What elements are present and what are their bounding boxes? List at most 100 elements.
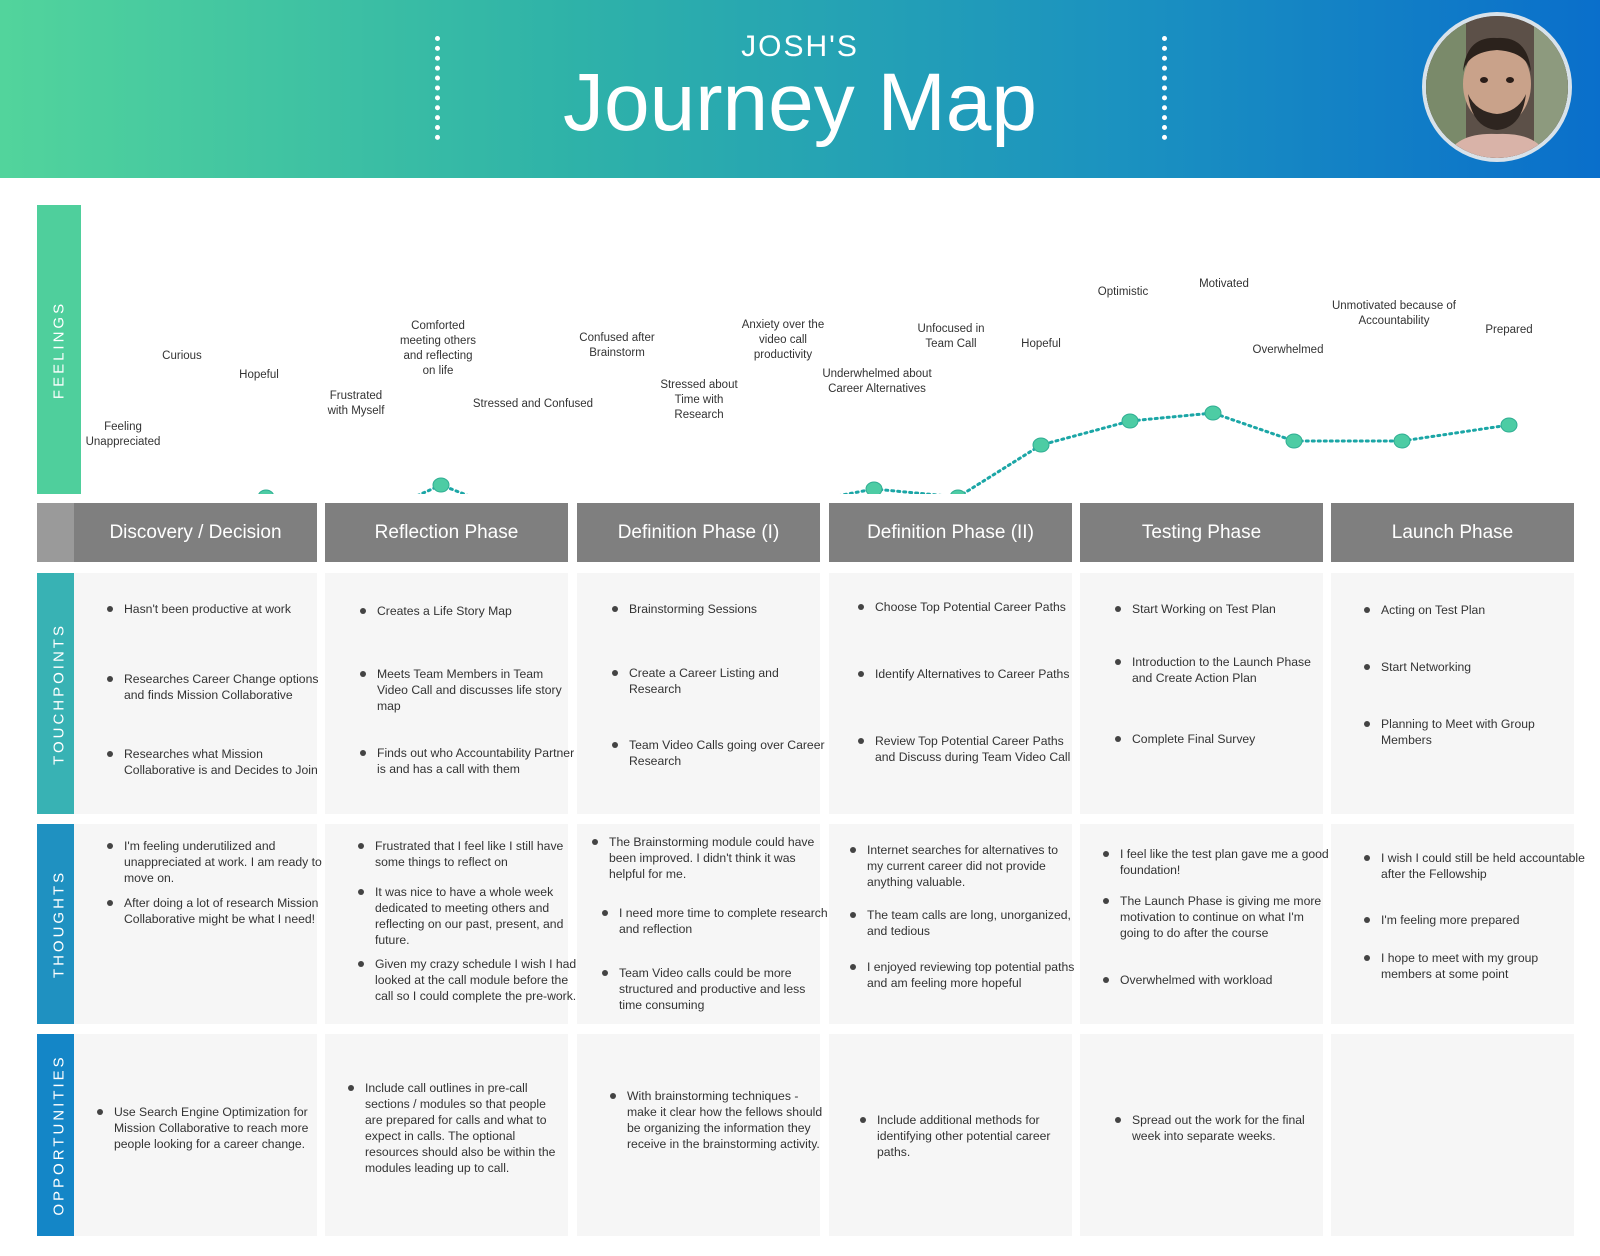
list-item: Researches what Mission Collaborative is… — [106, 746, 324, 778]
feeling-label: Prepared — [1485, 324, 1532, 336]
touchpoints-row-label: TOUCHPOINTS — [37, 573, 81, 814]
opportunities-cell: Spread out the work for the final week i… — [1080, 1034, 1323, 1236]
list-item: Create a Career Listing and Research — [611, 665, 829, 697]
list-item: Acting on Test Plan — [1363, 602, 1581, 618]
list-item: The team calls are long, unorganized, an… — [849, 907, 1077, 939]
feelings-row-label: FEELINGS — [37, 205, 81, 494]
opportunities-label-text: OPPORTUNITIES — [50, 1054, 68, 1216]
thoughts-cell: I'm feeling underutilized and unapprecia… — [74, 824, 322, 1024]
feeling-label: Hopeful — [239, 369, 279, 381]
feeling-point — [432, 477, 450, 493]
thoughts-cell: Frustrated that I feel like I still have… — [325, 824, 576, 1024]
list-item: I'm feeling underutilized and unapprecia… — [106, 838, 334, 886]
list-item: I hope to meet with my group members at … — [1363, 950, 1591, 982]
header-subtitle: JOSH'S — [741, 30, 859, 63]
list-item: After doing a lot of research Mission Co… — [106, 895, 334, 927]
opportunities-cell: Include additional methods for identifyi… — [829, 1034, 1072, 1236]
feeling-point — [865, 481, 883, 494]
feelings-line — [417, 411, 1511, 494]
feeling-label: Stressed and Confused — [473, 398, 593, 410]
avatar — [1422, 12, 1572, 162]
left-dotted-divider — [435, 36, 440, 140]
opportunities-row-label: OPPORTUNITIES — [37, 1034, 81, 1236]
list-item: Internet searches for alternatives to my… — [849, 842, 1077, 890]
list-item: I enjoyed reviewing top potential paths … — [849, 959, 1077, 991]
feeling-label: Motivated — [1199, 278, 1249, 290]
phase-header: Definition Phase (II) — [829, 503, 1072, 562]
touchpoints-label-text: TOUCHPOINTS — [50, 622, 68, 765]
list-item: Use Search Engine Optimization for Missi… — [96, 1104, 310, 1152]
list-item: Brainstorming Sessions — [611, 601, 829, 617]
list-item: Start Working on Test Plan — [1114, 601, 1332, 617]
header-banner: JOSH'S Journey Map — [0, 0, 1600, 178]
feelings-label-text: FEELINGS — [50, 300, 68, 399]
list-item: Given my crazy schedule I wish I had loo… — [357, 956, 585, 1004]
list-item: Include call outlines in pre-call sectio… — [347, 1080, 561, 1176]
list-item: It was nice to have a whole week dedicat… — [357, 884, 585, 948]
feeling-label: Overwhelmed — [1253, 344, 1324, 356]
list-item: Planning to Meet with Group Members — [1363, 716, 1581, 748]
list-item: Include additional methods for identifyi… — [859, 1112, 1073, 1160]
thoughts-row-label: THOUGHTS — [37, 824, 81, 1024]
list-item: Researches Career Change options and fin… — [106, 671, 324, 703]
feeling-point — [1032, 437, 1050, 453]
list-item: Identify Alternatives to Career Paths — [857, 666, 1075, 682]
list-item: Choose Top Potential Career Paths — [857, 599, 1075, 615]
phase-header: Launch Phase — [1331, 503, 1574, 562]
phase-bar-corner — [37, 503, 75, 562]
opportunities-cell: With brainstorming techniques - make it … — [577, 1034, 822, 1236]
phase-header: Definition Phase (I) — [577, 503, 820, 562]
list-item: I'm feeling more prepared — [1363, 912, 1591, 928]
list-item: Creates a Life Story Map — [359, 603, 577, 619]
feeling-label: Hopeful — [1021, 338, 1061, 350]
list-item: Complete Final Survey — [1114, 731, 1332, 747]
feeling-point — [1204, 405, 1222, 421]
header-title: Journey Map — [562, 57, 1038, 148]
phase-header: Reflection Phase — [325, 503, 568, 562]
feeling-point — [950, 489, 966, 494]
list-item: Hasn't been productive at work — [106, 601, 324, 617]
opportunities-cell: Include call outlines in pre-call sectio… — [325, 1034, 568, 1236]
feeling-point — [258, 489, 274, 494]
list-item: The Brainstorming module could have been… — [591, 834, 819, 882]
feeling-point — [1121, 413, 1139, 429]
feeling-point — [1393, 433, 1411, 449]
thoughts-cell: I feel like the test plan gave me a good… — [1080, 824, 1329, 1024]
list-item: Team Video Calls going over Career Resea… — [611, 737, 829, 769]
list-item: I wish I could still be held accountable… — [1363, 850, 1591, 882]
thoughts-cell: The Brainstorming module could have been… — [577, 824, 828, 1024]
feeling-point — [1500, 417, 1518, 433]
thoughts-cell: Internet searches for alternatives to my… — [829, 824, 1074, 1024]
thoughts-label-text: THOUGHTS — [50, 869, 68, 979]
list-item: Meets Team Members in Team Video Call an… — [359, 666, 577, 714]
feeling-label: Optimistic — [1098, 286, 1149, 298]
list-item: The Launch Phase is giving me more motiv… — [1102, 893, 1330, 941]
list-item: Start Networking — [1363, 659, 1581, 675]
list-item: Overwhelmed with workload — [1102, 972, 1330, 988]
list-item: Spread out the work for the final week i… — [1114, 1112, 1328, 1144]
list-item: Finds out who Accountability Partner is … — [359, 745, 577, 777]
phase-header: Discovery / Decision — [74, 503, 317, 562]
list-item: I need more time to complete research an… — [601, 905, 829, 937]
feeling-label: Curious — [162, 350, 202, 362]
list-item: Review Top Potential Career Paths and Di… — [857, 733, 1075, 765]
feeling-point — [1285, 433, 1303, 449]
thoughts-cell: I wish I could still be held accountable… — [1331, 824, 1585, 1024]
avatar-portrait-icon — [1426, 16, 1568, 158]
opportunities-cell: Use Search Engine Optimization for Missi… — [74, 1034, 317, 1236]
